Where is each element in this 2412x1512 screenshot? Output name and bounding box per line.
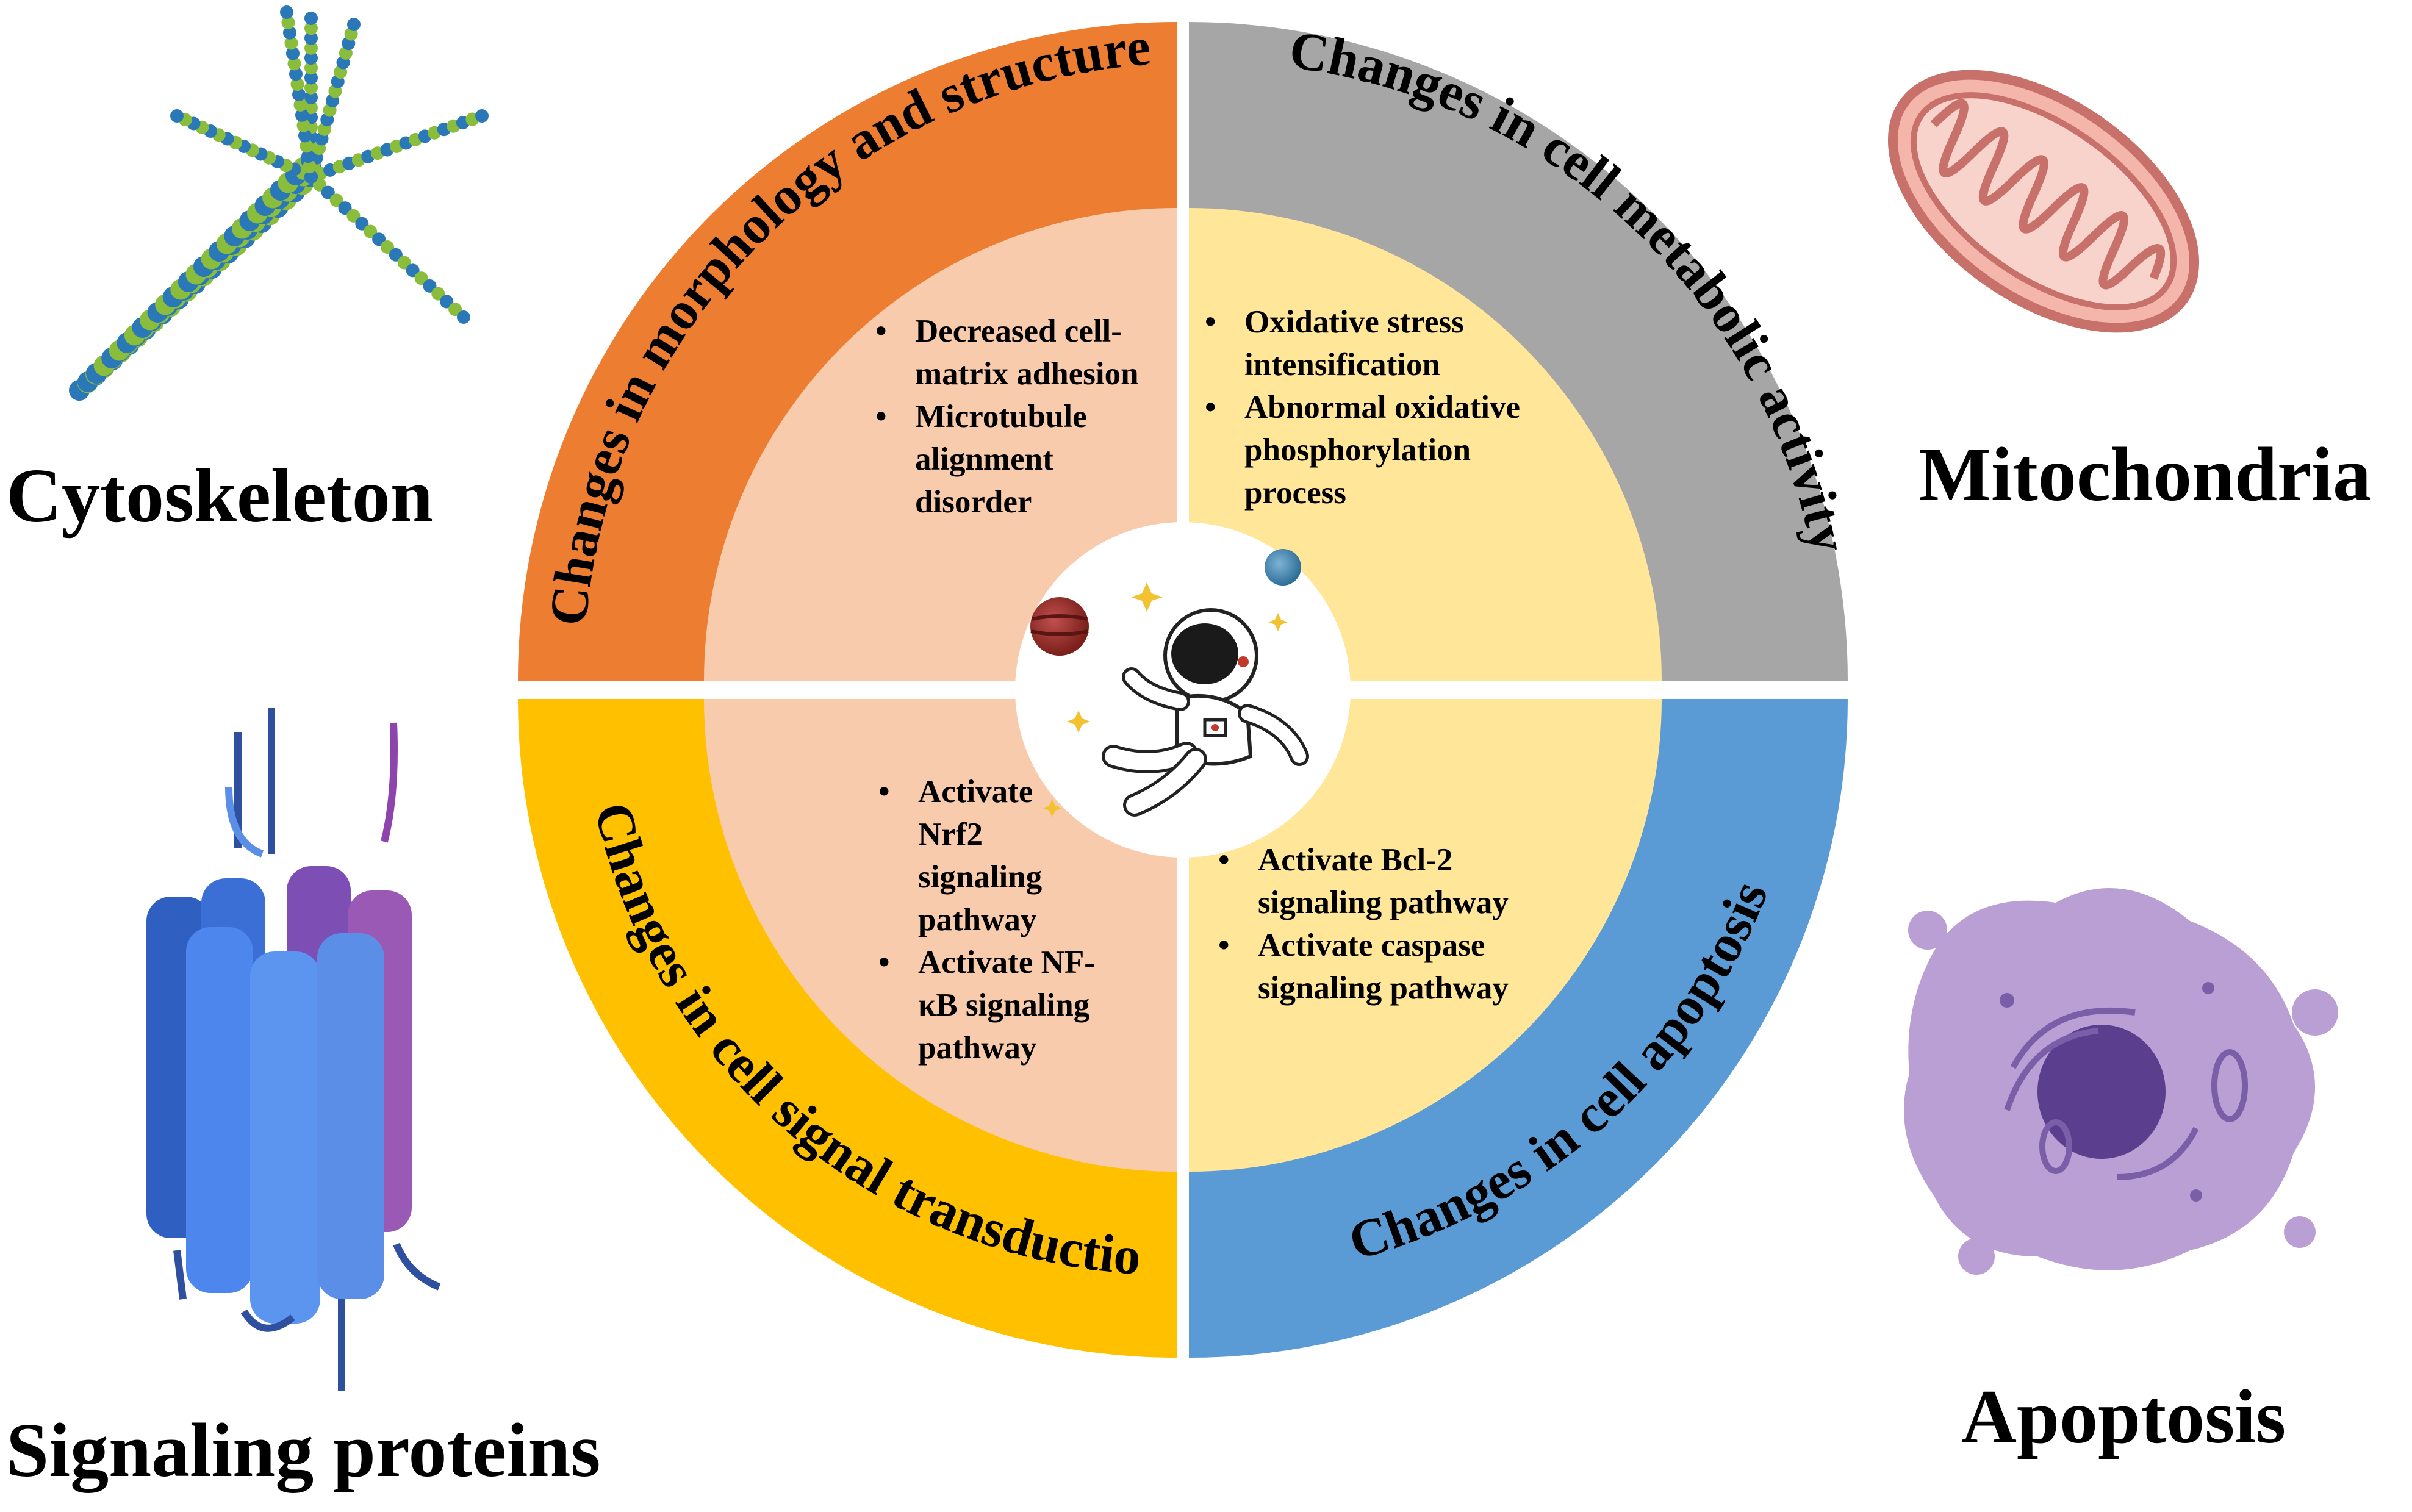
bullet-marker: •: [1205, 390, 1216, 425]
inner-quadrant-metabolic: [1189, 208, 1662, 681]
bullet-line: Activate: [918, 774, 1033, 809]
bullet-line: signaling pathway: [1258, 885, 1509, 920]
label-mitochondria: Mitochondria: [1918, 432, 2371, 517]
bullet-line: κB signaling: [918, 987, 1089, 1023]
bullet-line: signaling pathway: [1258, 970, 1509, 1006]
bullet-line: Oxidative stress: [1244, 304, 1464, 340]
bullet-line: Nrf2: [918, 817, 983, 852]
bullet-marker: •: [878, 774, 890, 809]
bullet-line: pathway: [918, 902, 1036, 937]
astronaut-icon: [1015, 522, 1351, 858]
bullet-line: Activate caspase: [1258, 928, 1485, 963]
inner-quadrant-apoptosis: [1189, 699, 1662, 1172]
bullet-line: process: [1244, 475, 1346, 511]
blue-planet-icon: [1265, 549, 1301, 586]
bullet-line: Activate Bcl-2: [1258, 842, 1452, 878]
bullet-line: intensification: [1244, 347, 1440, 382]
bullet-line: Microtubule: [915, 399, 1087, 434]
label-apoptosis: Apoptosis: [1961, 1375, 2286, 1460]
bullet-line: disorder: [915, 484, 1032, 520]
bullet-marker: •: [1205, 304, 1216, 340]
bullet-line: pathway: [918, 1030, 1036, 1066]
bullet-line: signaling: [918, 859, 1042, 895]
bullet-marker: •: [875, 314, 887, 349]
inner-quadrant-morphology: [704, 208, 1177, 681]
bullet-list-morphology: • Decreased cell-matrix adhesion • Microtub…: [875, 314, 1139, 520]
label-cytoskeleton: Cytoskeleton: [6, 454, 433, 539]
bullet-line: Activate NF-: [918, 945, 1095, 980]
bullet-list-metabolic: • Oxidative stress intensification • Abnorma…: [1205, 304, 1520, 511]
signaling-protein-icon: [146, 708, 441, 1391]
mitochondria-icon: [1887, 70, 2200, 333]
bullet-line: Abnormal oxidative: [1244, 390, 1520, 425]
red-planet-icon: [1030, 597, 1089, 656]
inner-quadrant-signal: [704, 699, 1177, 1172]
bullet-list-apoptosis: • Activate Bcl-2 signaling pathway • Activat…: [1218, 842, 1509, 1006]
bullet-line: alignment: [915, 442, 1053, 477]
bullet-line: Decreased cell-: [915, 314, 1122, 349]
apoptotic-cell-icon: [1904, 888, 2338, 1275]
bullet-marker: •: [1218, 928, 1230, 963]
bullet-line: matrix adhesion: [915, 356, 1139, 392]
label-signaling-proteins: Signaling proteins: [6, 1408, 600, 1493]
bullet-marker: •: [878, 945, 890, 980]
inner-circle: [704, 208, 1662, 1172]
bullet-line: phosphorylation: [1244, 432, 1471, 468]
bullet-marker: •: [1218, 842, 1230, 878]
bullet-marker: •: [875, 399, 887, 434]
cytoskeleton-icon: [69, 5, 489, 401]
